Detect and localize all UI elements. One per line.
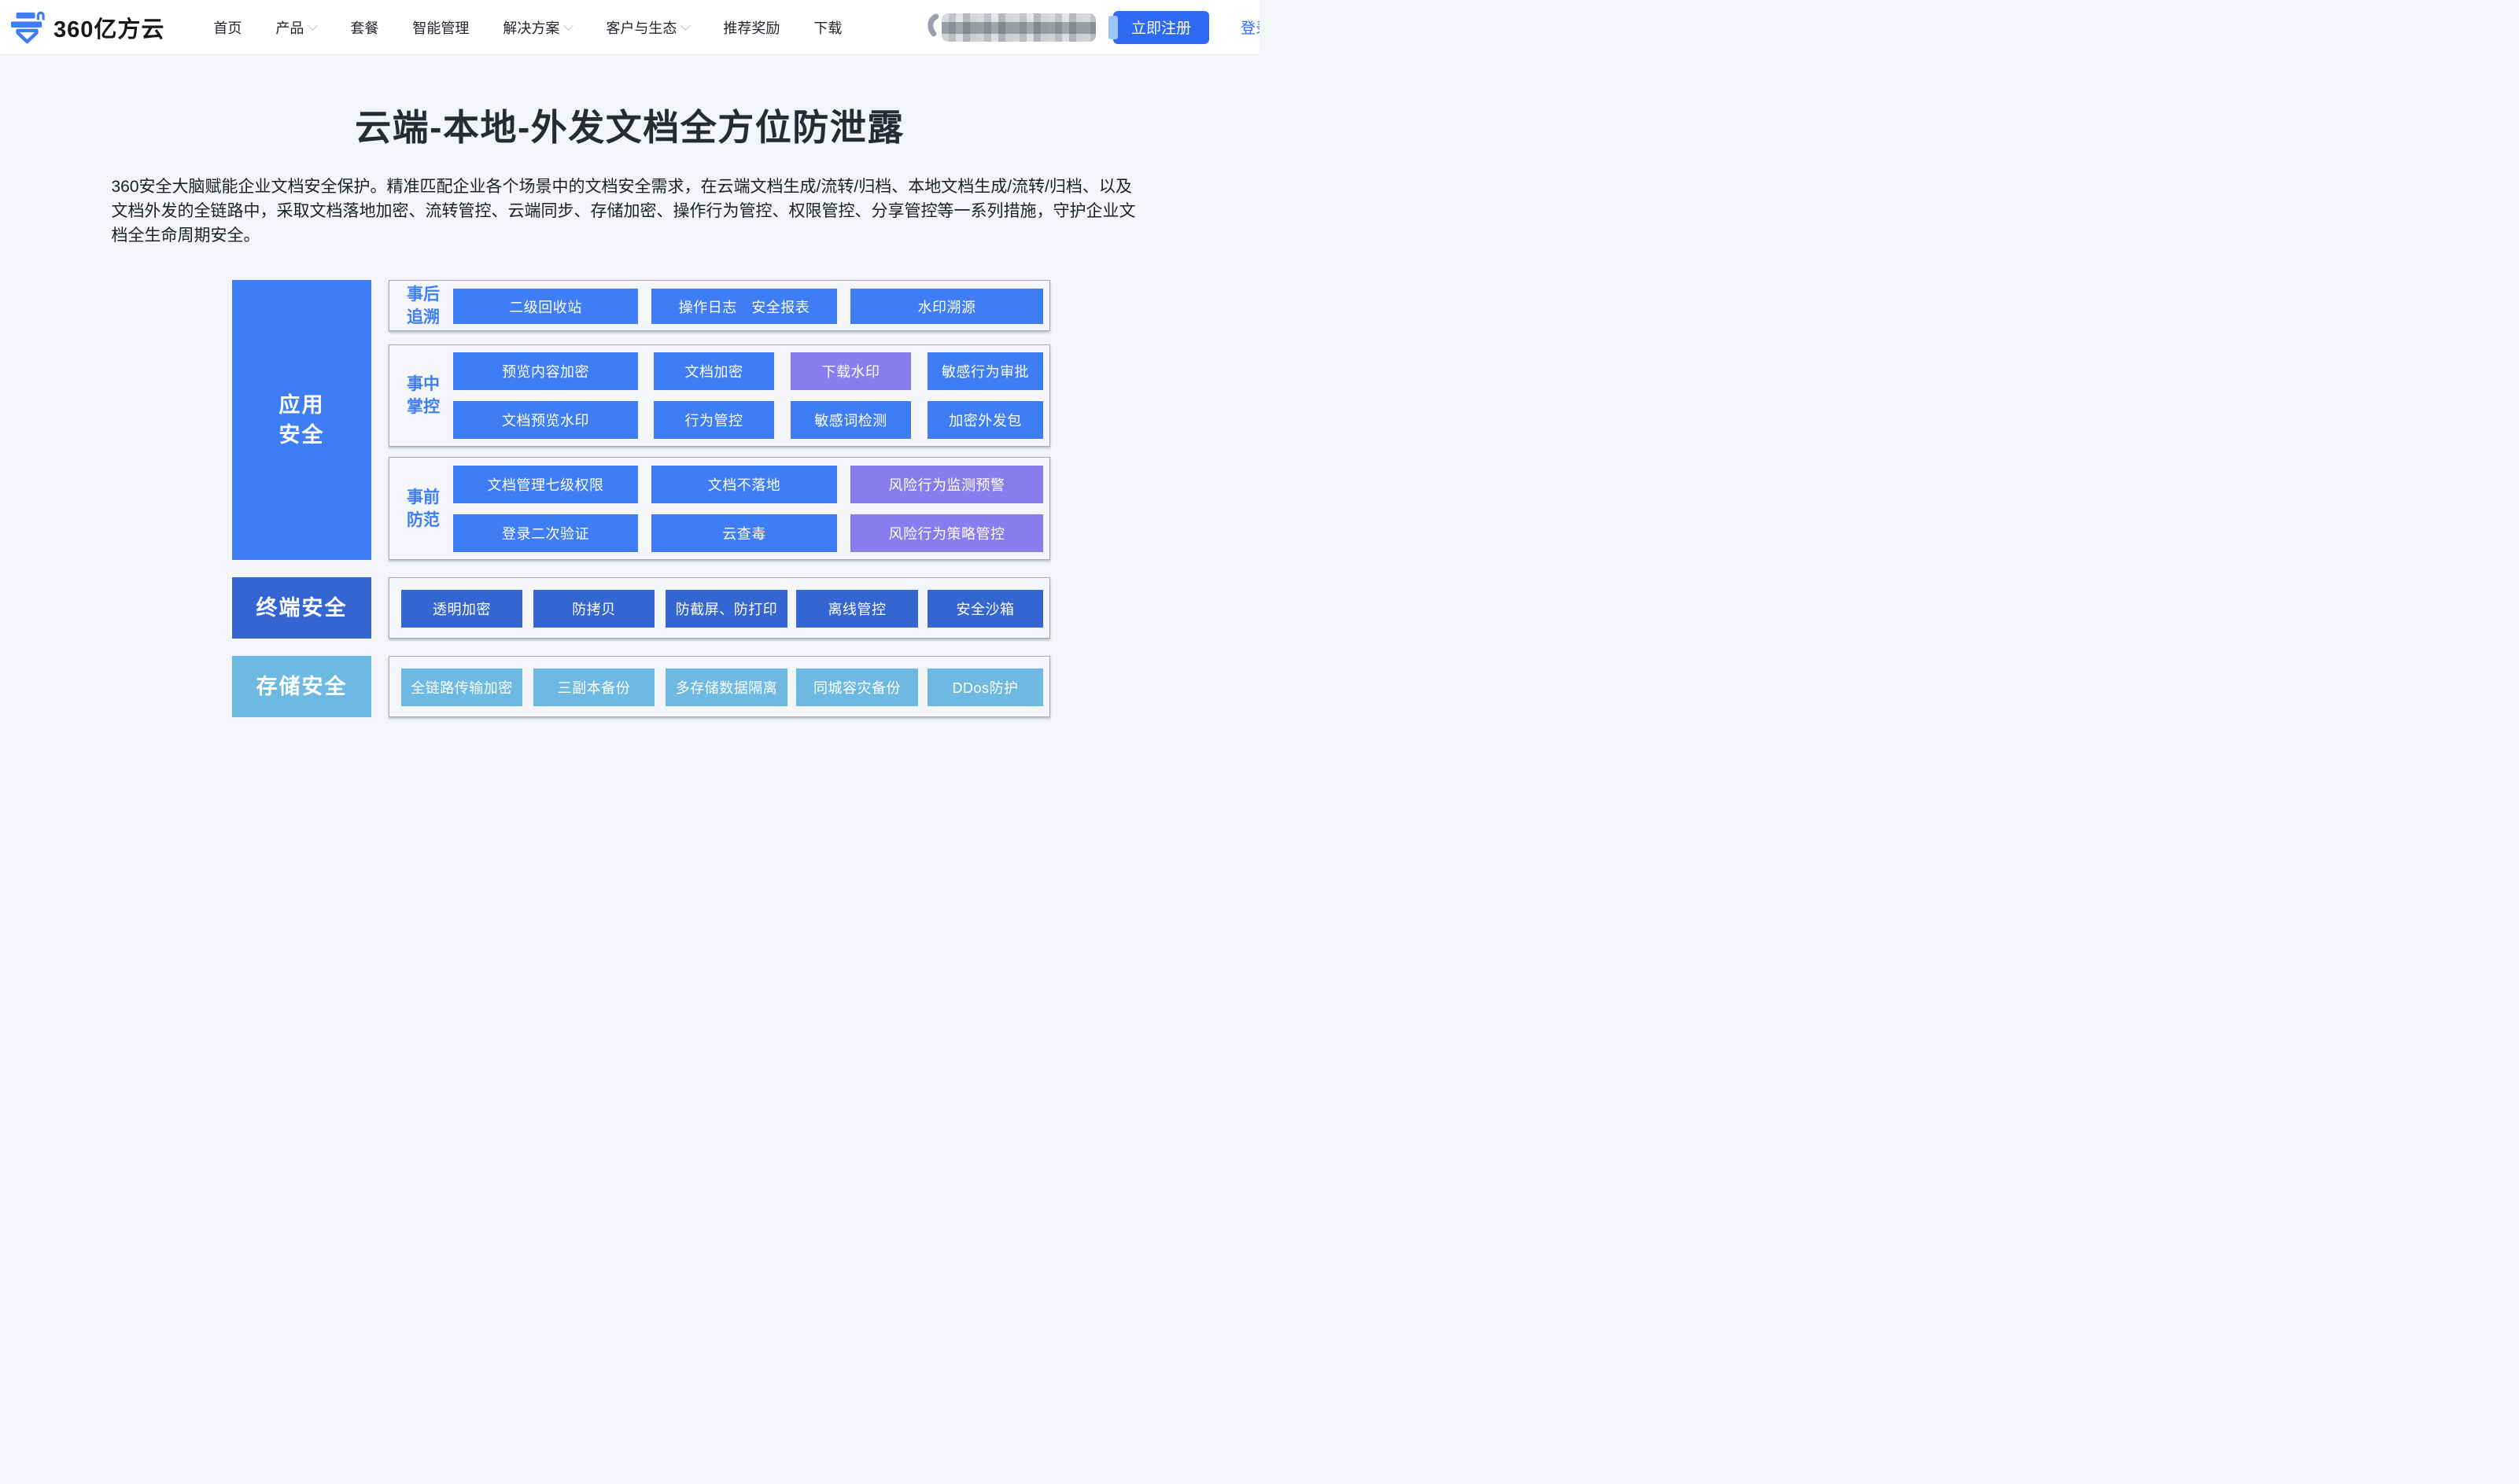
nav-item-4[interactable]: 智能管理 — [412, 17, 469, 38]
feature-box: 敏感行为审批 — [928, 352, 1043, 390]
chevron-down-icon — [563, 20, 574, 31]
page-title: 云端-本地-外发文档全方位防泄露 — [355, 107, 905, 148]
feature-box: 登录二次验证 — [453, 514, 638, 552]
nav-item-label: 套餐 — [350, 20, 379, 36]
header-right: 立即注册 登录 — [926, 10, 1260, 44]
page: 360亿方云 首页 产品 套餐 智能管理 解决方案 客户与生态 推荐奖励 下载 — [0, 0, 1260, 742]
register-button[interactable]: 立即注册 — [1112, 10, 1209, 44]
feature-box: 离线管控 — [796, 590, 918, 628]
feature-box: 云查毒 — [651, 514, 837, 552]
nav-item-8[interactable]: 下载 — [813, 17, 842, 38]
feature-box: 下载水印 — [791, 352, 911, 390]
nav-item-label: 智能管理 — [412, 20, 470, 36]
group-label-post-trace: 事后追溯 — [407, 285, 440, 326]
login-link[interactable]: 登录 — [1240, 20, 1260, 37]
nav-item-2[interactable]: 产品 — [275, 17, 319, 38]
logo-text: 360亿方云 — [53, 17, 165, 42]
nav-item-3[interactable]: 套餐 — [350, 17, 378, 38]
feature-box: 全链路传输加密 — [401, 668, 522, 706]
feature-box: 行为管控 — [654, 401, 774, 439]
feature-box: 预览内容加密 — [453, 352, 638, 390]
phone-icon — [926, 13, 939, 42]
chevron-down-icon — [308, 20, 319, 31]
feature-box: 文档管理七级权限 — [453, 466, 638, 503]
feature-box: 风险行为策略管控 — [850, 514, 1043, 552]
feature-box: 同城容灾备份 — [796, 668, 918, 706]
feature-box: 透明加密 — [401, 590, 522, 628]
category-storage-security: 存储安全 — [232, 656, 371, 717]
nav-item-1[interactable]: 首页 — [213, 17, 242, 38]
feature-box: DDos防护 — [928, 668, 1043, 706]
group-terminal-items: 透明加密防拷贝防截屏、防打印离线管控安全沙箱 — [389, 577, 1050, 639]
nav-item-label: 产品 — [275, 20, 304, 36]
feature-box: 文档加密 — [654, 352, 774, 390]
logo-icon — [9, 9, 46, 46]
nav-item-7[interactable]: 推荐奖励 — [723, 17, 780, 38]
feature-box: 多存储数据隔离 — [666, 668, 787, 706]
top-navigation-bar: 360亿方云 首页 产品 套餐 智能管理 解决方案 客户与生态 推荐奖励 下载 — [0, 0, 1260, 55]
censor-mosaic-fragment — [1108, 15, 1118, 39]
censored-phone-number — [941, 13, 1096, 42]
feature-box: 水印溯源 — [850, 289, 1043, 324]
feature-box: 防截屏、防打印 — [666, 590, 787, 628]
logo[interactable]: 360亿方云 — [9, 9, 164, 46]
main-nav: 首页 产品 套餐 智能管理 解决方案 客户与生态 推荐奖励 下载 — [213, 17, 876, 38]
nav-item-label: 解决方案 — [503, 20, 560, 36]
group-label-in-process: 事中掌控 — [407, 375, 440, 416]
group-storage-items: 全链路传输加密三副本备份多存储数据隔离同城容灾备份 DDos防护 — [389, 656, 1050, 717]
nav-item-6[interactable]: 客户与生态 — [606, 17, 692, 38]
nav-item-label: 首页 — [213, 20, 242, 36]
group-pre-prevent: 事前防范文档管理七级权限文档不落地风险行为监测预警登录二次验证云查毒风险行为策略… — [389, 457, 1050, 560]
nav-item-5[interactable]: 解决方案 — [503, 17, 574, 38]
page-description: 360安全大脑赋能企业文档安全保护。精准匹配企业各个场景中的文档安全需求，在云端… — [111, 178, 1136, 245]
feature-box: 敏感词检测 — [791, 401, 911, 439]
nav-item-label: 推荐奖励 — [723, 20, 780, 36]
group-post-trace: 事后追溯二级回收站操作日志 安全报表水印溯源 — [389, 280, 1050, 331]
feature-box: 文档不落地 — [651, 466, 837, 503]
nav-item-label: 下载 — [813, 20, 843, 36]
category-app-security: 应用安全 — [232, 280, 371, 560]
group-in-process: 事中掌控预览内容加密文档加密下载水印敏感行为审批文档预览水印行为管控敏感词检测加… — [389, 344, 1050, 447]
group-label-pre-prevent: 事前防范 — [407, 488, 440, 529]
nav-item-label: 客户与生态 — [606, 20, 677, 36]
feature-box: 防拷贝 — [533, 590, 655, 628]
feature-box: 三副本备份 — [533, 668, 655, 706]
feature-box: 加密外发包 — [928, 401, 1043, 439]
feature-box: 风险行为监测预警 — [850, 466, 1043, 503]
feature-box: 安全沙箱 — [928, 590, 1043, 628]
category-terminal-security: 终端安全 — [232, 577, 371, 639]
chevron-down-icon — [680, 20, 692, 31]
security-diagram: 应用安全终端安全存储安全 事后追溯二级回收站操作日志 安全报表水印溯源事中掌控预览… — [0, 280, 1260, 728]
feature-box: 二级回收站 — [453, 289, 638, 324]
feature-box: 操作日志 安全报表 — [651, 289, 837, 324]
feature-box: 文档预览水印 — [453, 401, 638, 439]
